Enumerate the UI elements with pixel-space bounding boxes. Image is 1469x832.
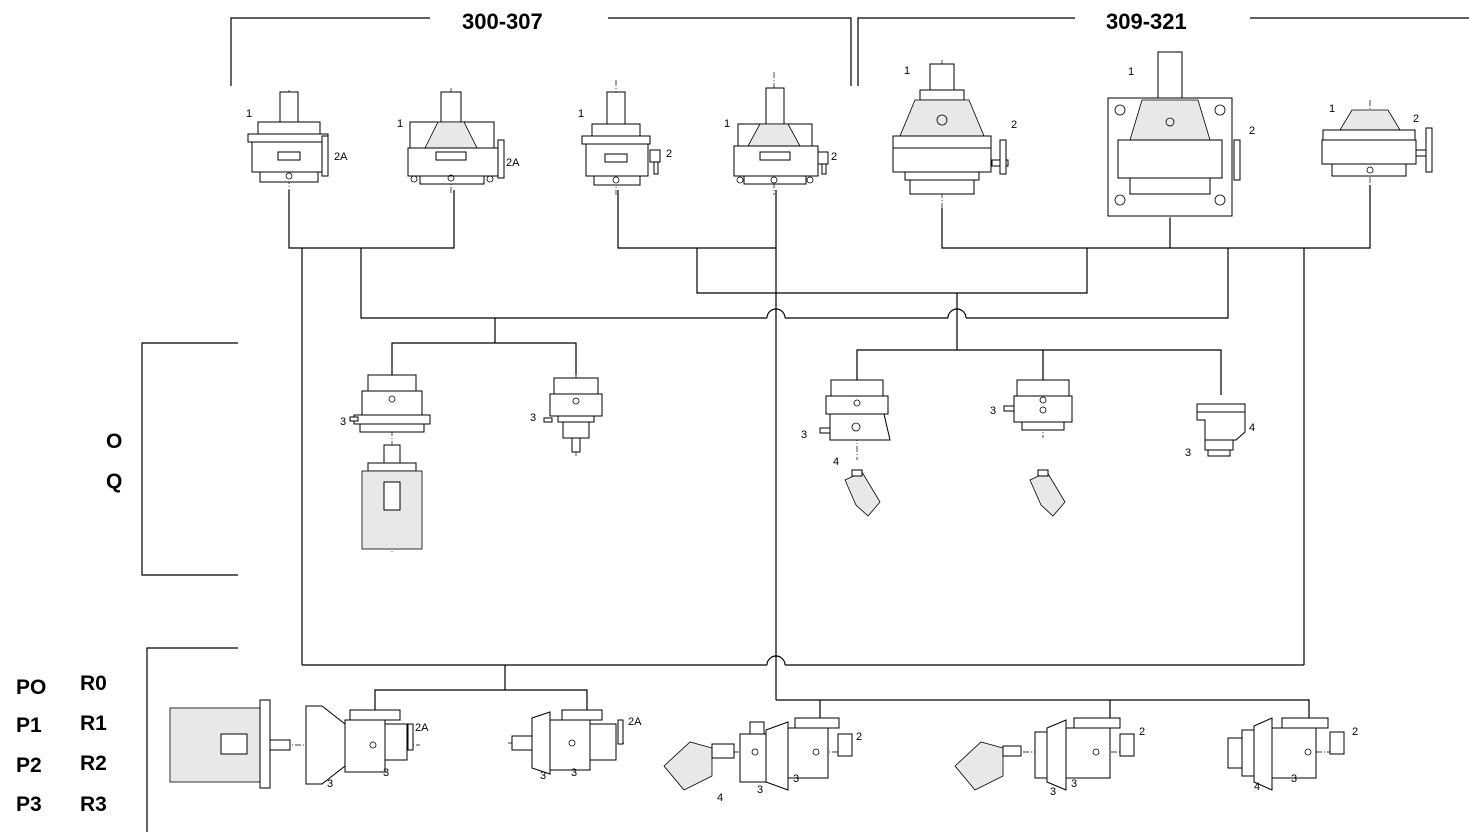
adapter-with-motor: 3 xyxy=(340,375,430,552)
callout: 1 xyxy=(246,108,252,120)
callout: 1 xyxy=(1128,66,1134,78)
electric-motor-assembly: 3 3 2A xyxy=(170,700,429,790)
side-label-p2: P2 xyxy=(16,754,42,777)
callout: 4 xyxy=(1254,781,1260,793)
adapter-small: 3 xyxy=(530,375,602,456)
hydraulic-motor-assembly: 4 3 3 2 xyxy=(664,718,862,804)
side-label-r0: R0 xyxy=(80,672,107,695)
side-label-p0: PO xyxy=(16,676,46,699)
callout: 1 xyxy=(724,118,730,130)
adapter-with-hydraulic-motor: 3 xyxy=(990,380,1072,516)
side-label-q: Q xyxy=(106,470,122,493)
callout: 3 xyxy=(1185,447,1191,459)
compact-gearbox-unit: 1 2 xyxy=(1322,100,1432,190)
hydraulic-motor-assembly: 3 3 2 xyxy=(955,718,1145,798)
side-label-p3: P3 xyxy=(16,793,42,816)
side-label-r2: R2 xyxy=(80,752,107,775)
callout: 1 xyxy=(1329,103,1335,115)
callout: 3 xyxy=(327,778,333,790)
callout: 3 xyxy=(530,412,536,424)
callout: 3 xyxy=(540,770,546,782)
side-label-r3: R3 xyxy=(80,793,107,816)
large-gearbox-unit: 1 2 xyxy=(893,60,1017,210)
callout: 3 xyxy=(383,767,389,779)
callout: 3 xyxy=(340,416,346,428)
adapter-angled: 4 3 xyxy=(1185,404,1255,459)
adapter-with-hydraulic-motor: 3 4 xyxy=(801,380,890,516)
callout: 2A xyxy=(506,157,520,169)
side-label-p1: P1 xyxy=(16,714,42,737)
callout: 2 xyxy=(1011,119,1017,131)
callout: 3 xyxy=(793,773,799,785)
callout: 2A xyxy=(334,151,348,163)
adapter-gear-assembly: 4 3 2 xyxy=(1228,718,1358,793)
callout: 3 xyxy=(757,784,763,796)
group-label-300-307: 300-307 xyxy=(462,9,543,34)
callout: 1 xyxy=(578,108,584,120)
side-label-o: O xyxy=(106,430,122,453)
callout: 2A xyxy=(628,716,642,728)
callout: 2 xyxy=(856,731,862,743)
callout: 1 xyxy=(904,65,910,77)
callout: 2 xyxy=(1413,113,1419,125)
callout: 1 xyxy=(397,118,403,130)
gearbox-unit: 1 2 xyxy=(578,80,672,195)
callout: 2 xyxy=(666,148,672,160)
large-gearbox-unit-plate: 1 2 xyxy=(1108,52,1255,220)
callout: 4 xyxy=(833,456,839,468)
callout: 2 xyxy=(1352,726,1358,738)
callout: 3 xyxy=(801,429,807,441)
callout: 3 xyxy=(1071,778,1077,790)
callout: 2 xyxy=(831,151,837,163)
gearbox-unit-bell: 1 2A xyxy=(397,88,520,195)
callout: 3 xyxy=(990,405,996,417)
callout: 2A xyxy=(415,722,429,734)
callout: 3 xyxy=(1050,786,1056,798)
callout: 4 xyxy=(717,792,723,804)
callout: 3 xyxy=(571,767,577,779)
callout: 3 xyxy=(1291,773,1297,785)
side-label-r1: R1 xyxy=(80,712,107,735)
callout: 4 xyxy=(1249,422,1255,434)
callout: 2 xyxy=(1249,125,1255,137)
gear-pump-assembly: 3 3 2A xyxy=(508,710,642,782)
group-label-309-321: 309-321 xyxy=(1106,9,1187,34)
gearbox-unit-bell: 1 2 xyxy=(724,72,837,195)
callout: 2 xyxy=(1139,726,1145,738)
gearbox-unit: 1 2A xyxy=(246,90,348,195)
